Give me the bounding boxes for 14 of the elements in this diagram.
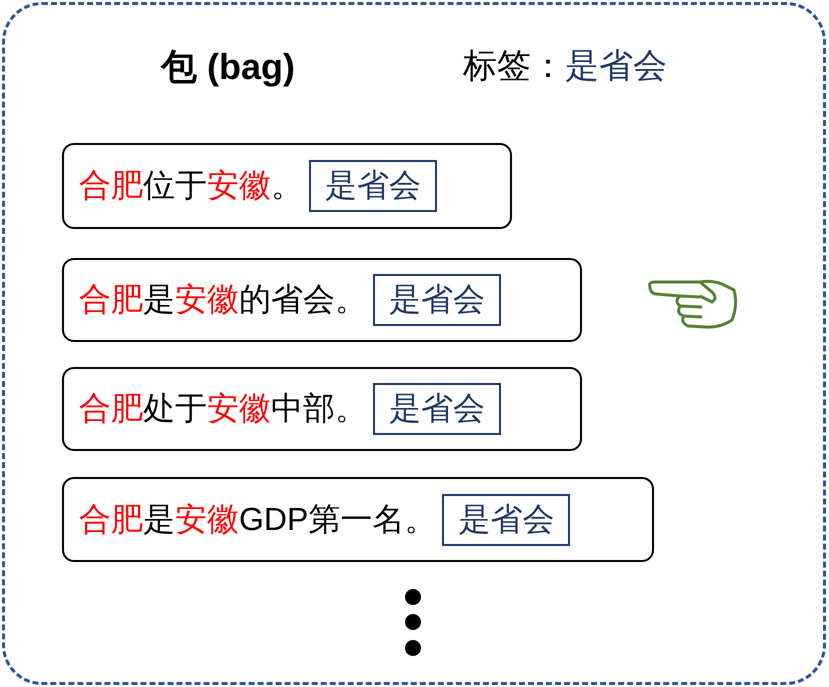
sentence-box [62, 258, 582, 342]
sentence-text: 合肥处于安徽中部。 [79, 389, 367, 428]
sentence-text: 合肥位于安徽。 [79, 166, 303, 205]
tag-box: 是省会 [442, 494, 570, 546]
sentence-text: 合肥是安徽GDP第一名。 [79, 500, 436, 538]
tag-box: 是省会 [373, 383, 501, 435]
tag-box: 是省会 [309, 160, 437, 212]
sentence-box [62, 367, 582, 451]
bag-title: 包 (bag) [161, 45, 295, 89]
tag-heading: 标签：是省会 [463, 46, 667, 87]
sentence-box [62, 143, 512, 229]
sentence-box [62, 477, 654, 562]
sentence-text: 合肥是安徽的省会。 [79, 280, 367, 319]
tag-box: 是省会 [373, 274, 501, 326]
